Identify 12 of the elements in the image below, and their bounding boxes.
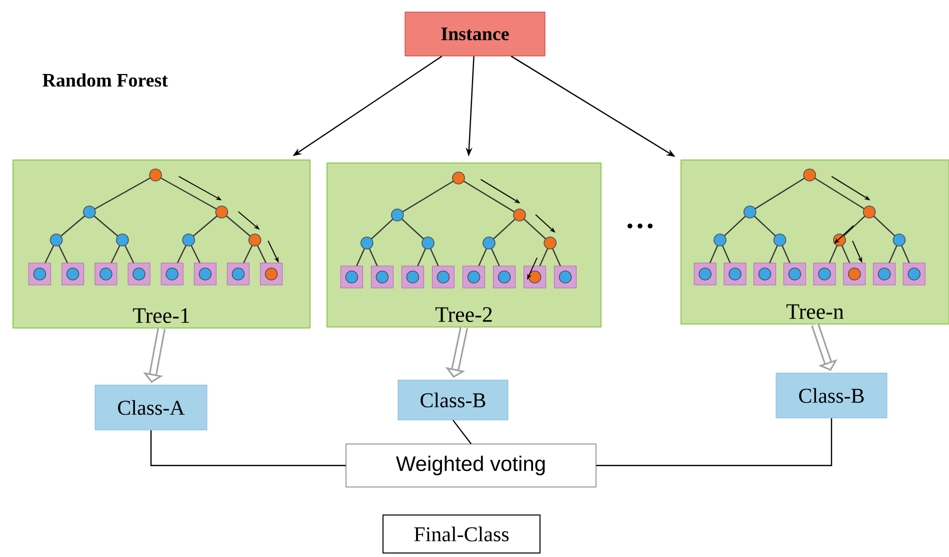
class-box: Class-B xyxy=(398,380,508,420)
connector-line xyxy=(150,430,346,466)
connector-line xyxy=(596,418,832,466)
title-text: Random Forest xyxy=(42,73,168,87)
input-box: Instance xyxy=(404,12,546,56)
output-box: Final-Class xyxy=(382,514,540,554)
ellipsis: … xyxy=(628,224,653,228)
class-box: Class-A xyxy=(94,384,208,430)
connector-line xyxy=(452,420,472,444)
class-box: Class-B xyxy=(776,372,888,418)
arrow xyxy=(811,323,838,371)
voting-box: Weighted voting xyxy=(346,444,596,488)
